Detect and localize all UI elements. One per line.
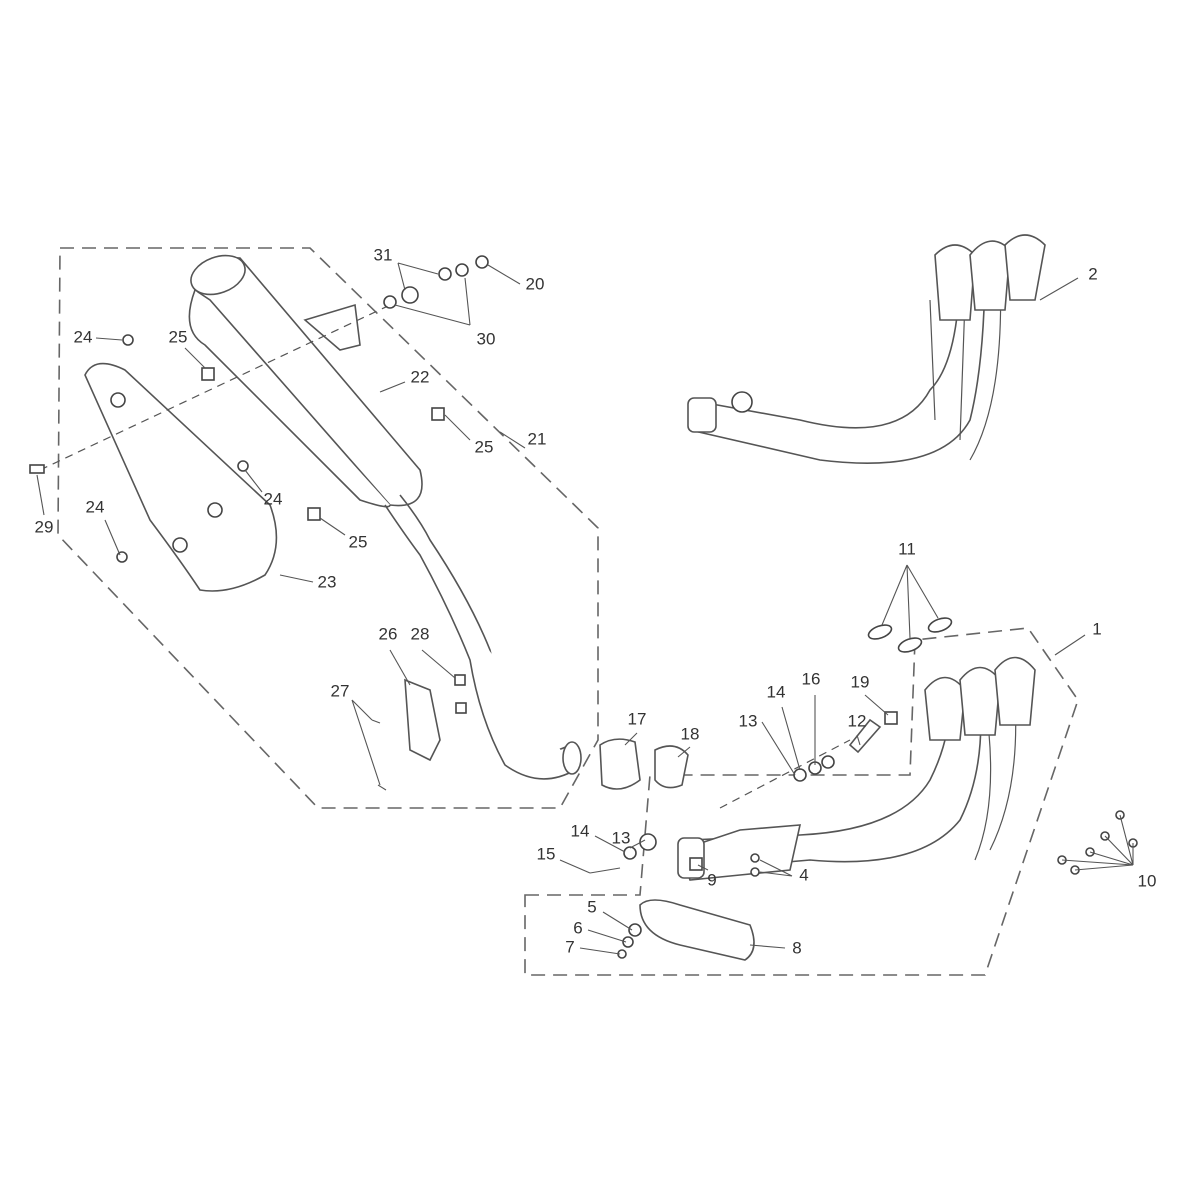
part-label: 24 bbox=[86, 497, 105, 516]
part-label: 1 bbox=[1092, 619, 1101, 638]
screw-27 bbox=[377, 784, 387, 791]
sleeve-17 bbox=[599, 738, 641, 790]
part-label: 11 bbox=[898, 539, 916, 558]
part-label: 23 bbox=[318, 572, 337, 591]
part-label: 14 bbox=[571, 821, 590, 840]
part-label: 9 bbox=[707, 870, 716, 889]
part-label: 13 bbox=[612, 828, 631, 847]
cover-8 bbox=[639, 899, 755, 961]
part-label: 31 bbox=[374, 245, 393, 264]
part-label: 16 bbox=[802, 669, 821, 688]
fastener-24 bbox=[122, 334, 134, 346]
fastener-5 bbox=[628, 923, 642, 937]
nut-28 bbox=[455, 702, 467, 714]
part-label: 24 bbox=[264, 489, 283, 508]
shield-mount-grommet bbox=[207, 502, 223, 518]
fastener-24 bbox=[116, 551, 128, 563]
part-label: 20 bbox=[526, 274, 545, 293]
bolt-29 bbox=[29, 464, 45, 474]
part-label: 26 bbox=[379, 624, 398, 643]
bolt-15 bbox=[589, 867, 621, 874]
washer-30 bbox=[455, 263, 469, 277]
silencer-group-outline bbox=[57, 247, 599, 809]
clip-25 bbox=[201, 367, 215, 381]
leader-lines bbox=[36, 262, 1134, 955]
shield-mount-grommet bbox=[110, 392, 126, 408]
nut-13 bbox=[639, 833, 657, 851]
part-label: 5 bbox=[587, 897, 596, 916]
part-label: 21 bbox=[528, 429, 547, 448]
part-label: 10 bbox=[1138, 871, 1157, 890]
assembly-line bbox=[39, 304, 391, 471]
gasket-11 bbox=[927, 617, 953, 633]
part-label: 4 bbox=[799, 865, 808, 884]
clip-25 bbox=[431, 407, 445, 421]
fastener-6 bbox=[622, 936, 634, 948]
part-label: 17 bbox=[628, 709, 647, 728]
part-label: 25 bbox=[475, 437, 494, 456]
part-label: 6 bbox=[573, 918, 582, 937]
part-label: 24 bbox=[74, 327, 93, 346]
gasket-11 bbox=[897, 637, 923, 653]
washer-30 bbox=[401, 286, 419, 304]
clamp-18 bbox=[654, 745, 689, 789]
header-pipe-2 bbox=[687, 234, 1046, 465]
heat-shield bbox=[84, 362, 278, 592]
screw-27 bbox=[371, 719, 381, 724]
nut-31 bbox=[438, 267, 452, 281]
fastener-4 bbox=[750, 867, 760, 877]
part-label: 7 bbox=[565, 937, 574, 956]
part-label: 28 bbox=[411, 624, 430, 643]
header-group-outline bbox=[524, 627, 1079, 976]
washer-30 bbox=[383, 295, 397, 309]
part-label: 8 bbox=[792, 938, 801, 957]
nut-16 bbox=[821, 755, 835, 769]
sensor-12 bbox=[848, 718, 882, 754]
shield-mount-grommet bbox=[172, 537, 188, 553]
fastener-4 bbox=[750, 853, 760, 863]
fastener-24 bbox=[237, 460, 249, 472]
nut-20 bbox=[475, 255, 489, 269]
part-label: 29 bbox=[35, 517, 54, 536]
part-label: 30 bbox=[477, 329, 496, 348]
part-label: 18 bbox=[681, 724, 700, 743]
nut-9 bbox=[689, 857, 703, 871]
nut-28 bbox=[454, 674, 466, 686]
part-label: 13 bbox=[739, 711, 758, 730]
part-label: 14 bbox=[767, 682, 786, 701]
nut-13 bbox=[793, 768, 807, 782]
part-label: 25 bbox=[349, 532, 368, 551]
part-label: 22 bbox=[411, 367, 430, 386]
part-label: 2 bbox=[1088, 264, 1097, 283]
silencer bbox=[188, 254, 582, 780]
washer-14 bbox=[623, 846, 637, 860]
part-label: 25 bbox=[169, 327, 188, 346]
part-label: 15 bbox=[537, 844, 556, 863]
part-label: 19 bbox=[851, 672, 870, 691]
gasket-11 bbox=[867, 624, 893, 640]
bracket-26 bbox=[404, 678, 441, 762]
part-label: 12 bbox=[848, 711, 867, 730]
part-label: 27 bbox=[331, 681, 350, 700]
clip-25 bbox=[307, 507, 321, 521]
